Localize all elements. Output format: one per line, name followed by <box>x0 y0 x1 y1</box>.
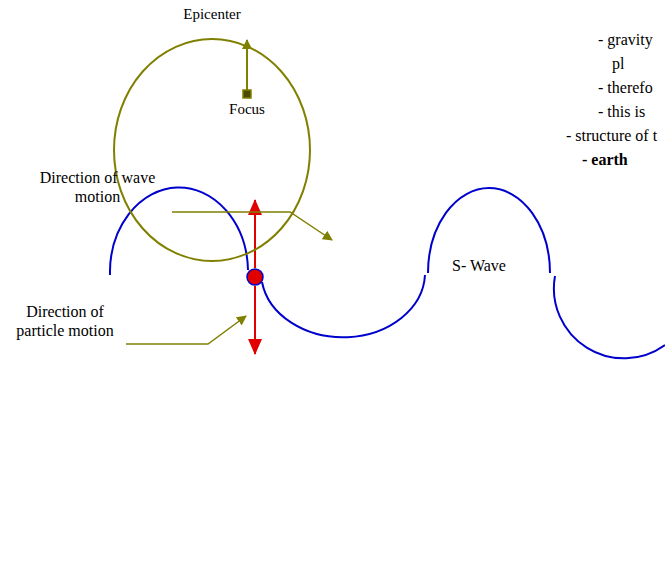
wave-direction-leader <box>172 212 332 240</box>
note-fragment: - structure of t <box>566 126 657 145</box>
note-fragment: - therefo <box>598 78 653 97</box>
wave-direction-label: Direction of wave motion <box>30 168 165 206</box>
circle-outline <box>113 38 311 262</box>
particle-dot <box>247 269 263 285</box>
particle-direction-leader <box>126 316 246 344</box>
particle-arrow-up <box>254 200 256 268</box>
note-fragment: - earth <box>582 150 628 169</box>
note-fragment: - gravity <box>598 30 653 49</box>
note-fragment: - this is <box>598 102 645 121</box>
epicenter-label: Epicenter <box>183 5 240 23</box>
focus-label: Focus <box>229 100 265 118</box>
earth-circle: EpicenterFocus <box>113 38 311 262</box>
focus-marker <box>243 90 251 98</box>
note-fragment: pl <box>612 54 624 73</box>
wave-name-label: S- Wave <box>452 256 506 275</box>
particle-direction-label: Direction of particle motion <box>3 302 127 340</box>
particle-arrow-down <box>254 286 256 354</box>
wave-curve <box>110 187 665 358</box>
